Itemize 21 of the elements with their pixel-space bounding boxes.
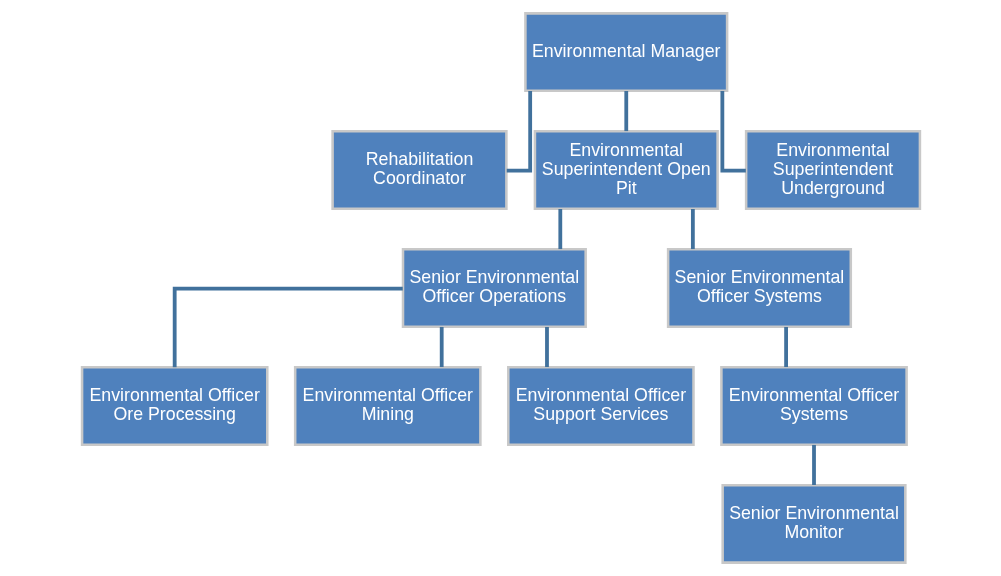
node-box: Rehabilitation Coordinator [330, 130, 508, 210]
node-box: Environmental Superintendent Underground [744, 130, 921, 210]
node-box: Senior Environmental Officer Systems [666, 248, 852, 328]
connector [439, 326, 444, 368]
connector [719, 90, 746, 173]
connector [544, 326, 549, 368]
connector [783, 326, 788, 368]
node-box: Senior Environmental Officer Operations [401, 248, 587, 328]
node-box: Environmental Officer Systems [719, 366, 908, 446]
node-box: Senior Environmental Monitor [720, 484, 907, 564]
node-box: Environmental Officer Mining [293, 366, 482, 446]
connector [623, 91, 628, 132]
connector [690, 209, 695, 250]
node-box: Environmental Manager [523, 12, 728, 92]
connector [557, 209, 562, 250]
connector [172, 286, 403, 368]
node-box: Environmental Superintendent Open Pit [533, 130, 719, 210]
connector [506, 90, 532, 173]
node-box: Environmental Officer Support Services [506, 366, 695, 446]
node-box: Environmental Officer Ore Processing [80, 366, 269, 446]
connector [811, 444, 816, 486]
